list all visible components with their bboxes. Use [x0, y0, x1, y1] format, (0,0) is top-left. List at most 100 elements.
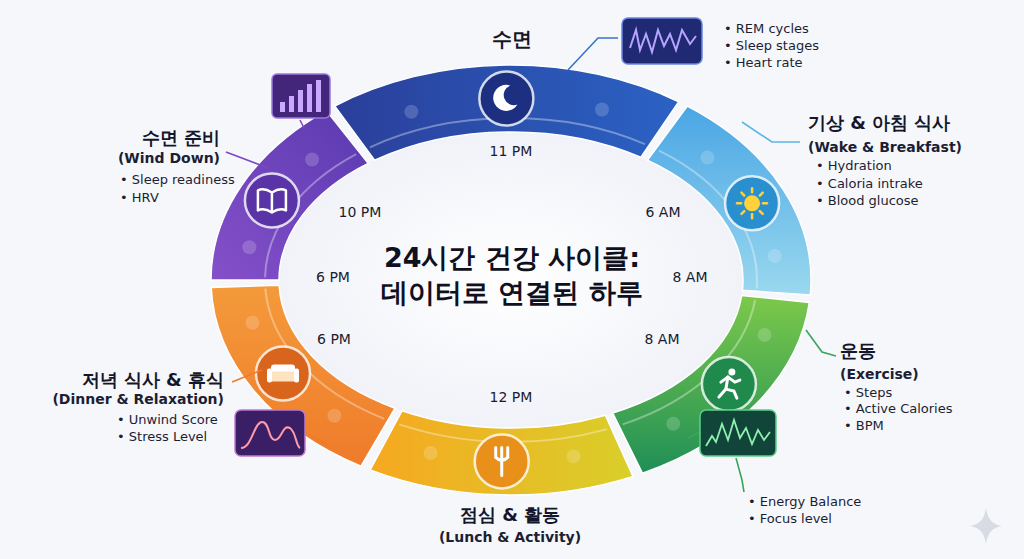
inner-ground [279, 132, 743, 428]
icon-circle [702, 357, 756, 411]
metric-item: • Blood glucose [816, 194, 919, 209]
metric-item: • Focus level [748, 512, 832, 527]
segment-dot [595, 102, 609, 116]
metric-item: • Unwind Score [117, 413, 218, 428]
segment-dot [242, 240, 256, 254]
segment-dot [424, 446, 438, 460]
segment-dot [768, 249, 782, 263]
runner-arm [721, 377, 740, 382]
stage-heading: 수면 [492, 28, 532, 51]
leader-line [742, 122, 800, 142]
runner-head [728, 369, 735, 376]
stage-subtitle: (Dinner & Relaxation) [52, 391, 224, 407]
icon-circle [475, 434, 529, 488]
metric-item: • Heart rate [724, 56, 803, 71]
metric-item: • REM cycles [724, 22, 809, 37]
sofa-arm [267, 368, 272, 382]
segment-highlight [623, 300, 755, 425]
chart-icon [272, 74, 330, 118]
leader-line [232, 370, 262, 382]
time-label: 6 PM [316, 269, 350, 285]
time-label: 8 AM [672, 269, 707, 285]
cycle-stage: 점심 & 활동 (Lunch & Activity) [440, 505, 582, 546]
watermark-sparkle [970, 508, 1002, 544]
segment-dot [700, 151, 714, 165]
leader-line [688, 432, 700, 438]
chart-icon [235, 410, 305, 456]
sun-ray [737, 202, 741, 205]
metric-item: • Steps [844, 386, 892, 401]
leader-line [568, 38, 618, 70]
cycle-stage: 수면 • REM cycles • Sleep stages • Heart rate [470, 8, 819, 71]
leader-line [226, 152, 268, 168]
icon-circle [256, 346, 310, 400]
time-label: 11 PM [490, 143, 533, 159]
time-label: 10 PM [339, 204, 382, 220]
stage-subtitle: (Exercise) [840, 366, 919, 382]
time-label: 6 PM [317, 331, 351, 347]
cycle-stage: 운동(Exercise)• Steps• Active Calories• BP… [840, 341, 953, 434]
sun-glyph [744, 195, 760, 211]
segment-icons [245, 72, 779, 489]
ring-segment [613, 295, 810, 473]
metric-item: • Sleep stages [724, 39, 819, 54]
ring-segment [647, 106, 811, 295]
leader-lines [226, 38, 836, 492]
metric-item: • Hydration [816, 159, 892, 174]
time-label: 8 AM [644, 331, 679, 347]
fork-glyph [496, 447, 508, 475]
chart-icon [622, 18, 702, 64]
metric-item: • Active Calories [844, 402, 952, 417]
ring-segment [211, 285, 395, 466]
stage-subtitle: (Lunch & Activity) [439, 529, 581, 545]
sun-ray [760, 193, 763, 196]
ring-segment [211, 111, 368, 280]
icon-circle [479, 72, 533, 126]
stage-subtitle: (Wind Down) [118, 150, 220, 166]
icon-circle [725, 176, 779, 230]
segment-dot [567, 449, 581, 463]
segment-dot [327, 409, 341, 423]
segment-dot [758, 328, 772, 342]
metric-item: • HRV [120, 191, 159, 206]
stage-heading: 수면 준비 [142, 128, 220, 149]
metric-item: • Caloria intrake [816, 177, 923, 192]
ring-segment [370, 411, 633, 495]
stage-heading: 기상 & 아침 식사 [808, 113, 951, 134]
runner-leg [726, 389, 737, 398]
sofa-seat [268, 371, 298, 381]
metric-item: • Sleep readiness [120, 173, 235, 188]
sun-ray [741, 211, 744, 214]
leader-line [736, 458, 744, 492]
metric-item: • BPM [844, 419, 884, 434]
sun-ray [741, 193, 744, 196]
ring-segments [211, 65, 811, 495]
sofa-arm [294, 368, 299, 382]
segment-dot [404, 105, 418, 119]
stage-heading: 점심 & 활동 [460, 505, 560, 526]
cycle-stage: 저녁 식사 & 휴식(Dinner & Relaxation)• Unwind … [60, 370, 224, 445]
chart-icon [700, 410, 776, 456]
segment-dot [666, 417, 680, 431]
metric-item: • Energy Balance [748, 495, 861, 510]
cycle-stage: 기상 & 아침 식사 (Wake & Breakfast) • Hydration •… [808, 113, 962, 209]
segment-dot [245, 316, 259, 330]
stage-heading: 저녁 식사 & 휴식 [82, 370, 225, 391]
diagram-title: 24시간 건강 사이클: 데이터로 연결된 하루 [347, 240, 677, 310]
sun-ray [760, 211, 763, 214]
moon-glyph [493, 85, 517, 111]
sun-ray [751, 188, 754, 192]
cycle-stage: 수면 준비(Wind Down) • Sleep readiness • HRV [100, 128, 235, 206]
leader-line [806, 330, 836, 356]
ring-segment [335, 65, 679, 160]
sun-ray [751, 214, 754, 218]
time-label: 6 AM [645, 204, 680, 220]
time-label: 12 PM [490, 389, 533, 405]
metric-item: • Stress Level [117, 430, 207, 445]
segment-dot [305, 152, 319, 166]
icon-circle [245, 173, 299, 227]
sun-ray [763, 202, 767, 205]
stage-subtitle: (Wake & Breakfast) [808, 139, 962, 155]
book-glyph [258, 189, 286, 212]
runner-body [719, 377, 728, 397]
